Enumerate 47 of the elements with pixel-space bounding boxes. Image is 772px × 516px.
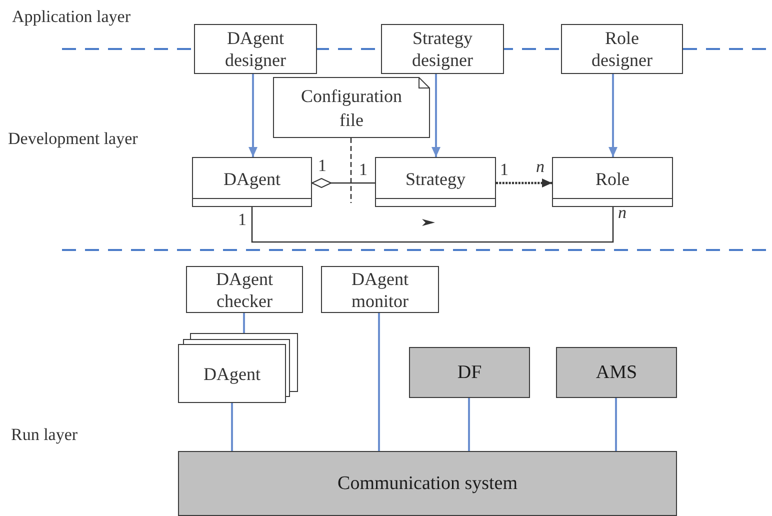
- layer-label: Application layer: [12, 7, 130, 27]
- class-box: [375, 157, 496, 207]
- multiplicity-label: 1: [318, 156, 326, 176]
- arrow: [248, 74, 258, 157]
- box-label: Communication system: [338, 472, 518, 494]
- box-label: Configuration file: [301, 84, 402, 132]
- box-label: Strategy designer: [412, 27, 473, 71]
- box-label: DAgent checker: [216, 268, 273, 312]
- aggregation-line: [312, 178, 375, 188]
- multiplicity-label: n: [536, 157, 544, 177]
- tool-box: [381, 24, 504, 74]
- box-label: DF: [457, 362, 482, 384]
- service-box: [556, 347, 677, 398]
- multiplicity-label: 1: [500, 160, 508, 180]
- multiplicity-label: 1: [359, 160, 368, 180]
- arrow: [608, 74, 618, 157]
- box-label: AMS: [596, 362, 638, 384]
- multiplicity-label: 1: [238, 210, 246, 230]
- connector-line: [231, 403, 233, 451]
- box-label: Role: [596, 168, 630, 190]
- multiplicity-label: n: [618, 203, 626, 223]
- tool-box: [186, 266, 303, 313]
- box-label: DAgent: [204, 362, 260, 384]
- connector-line: [243, 313, 245, 333]
- tool-box: [321, 266, 439, 313]
- note-anchor-line: [350, 138, 352, 203]
- bus-box: [178, 451, 677, 516]
- connector-line: [468, 398, 470, 451]
- class-box: [552, 157, 673, 207]
- layer-label: Development layer: [8, 129, 138, 149]
- box-label: DAgent: [224, 168, 280, 190]
- service-box: [409, 347, 530, 398]
- dotted-arrow: [496, 178, 552, 188]
- box-label: DAgent monitor: [352, 268, 408, 312]
- box-label: Strategy: [406, 168, 466, 190]
- association-line: [251, 207, 614, 243]
- box-label: Role designer: [592, 27, 652, 71]
- stacked-agent-box: [178, 333, 298, 403]
- connector-line: [615, 398, 617, 451]
- arrow: [432, 74, 440, 157]
- box-label: DAgent designer: [225, 27, 286, 71]
- note-box: [273, 77, 430, 138]
- tool-box: [561, 24, 683, 74]
- layer-label: Run layer: [11, 425, 78, 445]
- tool-box: [194, 24, 317, 74]
- connector-line: [378, 313, 380, 451]
- class-box: [192, 157, 312, 207]
